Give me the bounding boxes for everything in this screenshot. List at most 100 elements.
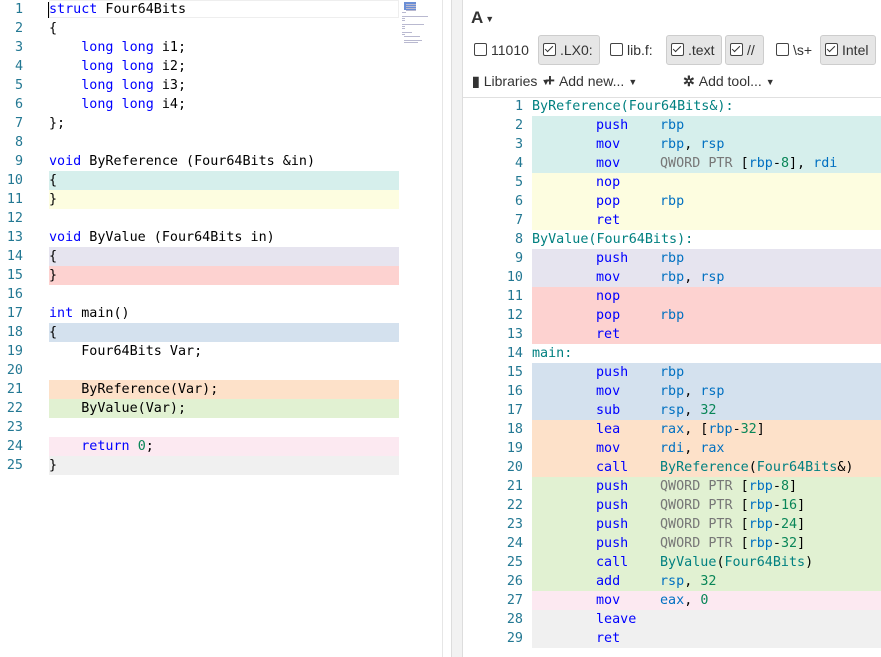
- source-line[interactable]: 25}: [0, 456, 443, 475]
- code-text: {: [49, 247, 57, 266]
- filter-toggle-button[interactable]: Intel: [820, 35, 876, 65]
- source-line[interactable]: 18{: [0, 323, 443, 342]
- line-number: 19: [506, 441, 523, 456]
- filter-toggle-button[interactable]: .text: [666, 35, 722, 65]
- filter-toggle-button[interactable]: .LX0:: [538, 35, 600, 65]
- toolbar-dropdown-add-tool[interactable]: ✲Add tool...▼: [683, 69, 775, 94]
- source-line[interactable]: 6 long long i4;: [0, 95, 443, 114]
- operand-token: rax: [700, 441, 725, 456]
- source-scrollbar-track[interactable]: [442, 0, 443, 657]
- filter-toggle-button[interactable]: \s+: [771, 35, 817, 65]
- line-number: 22: [6, 401, 23, 416]
- source-line[interactable]: 14{: [0, 247, 443, 266]
- source-line[interactable]: 24 return 0;: [0, 437, 443, 456]
- code-text: {: [49, 171, 57, 190]
- font-size-button[interactable]: A▼: [471, 8, 494, 28]
- filter-checkbox[interactable]: [543, 43, 556, 56]
- asm-label: main:: [532, 346, 573, 361]
- code-text: {: [49, 323, 57, 342]
- source-line[interactable]: 2{: [0, 19, 443, 38]
- source-line[interactable]: 15}: [0, 266, 443, 285]
- filter-checkbox[interactable]: [776, 43, 789, 56]
- asm-operands: rbp: [660, 363, 684, 382]
- source-line[interactable]: 12: [0, 209, 443, 228]
- filter-checkbox[interactable]: [474, 43, 487, 56]
- code-token: i2;: [153, 59, 187, 74]
- filter-checkbox[interactable]: [825, 43, 838, 56]
- line-number: 17: [6, 306, 23, 321]
- filter-toggle-button[interactable]: 11010: [469, 35, 535, 65]
- assembly-line[interactable]: 5 nop: [463, 173, 881, 192]
- source-line[interactable]: 10{: [0, 171, 443, 190]
- line-number: 5: [514, 175, 523, 190]
- toolbar-dropdown-add-new[interactable]: +Add new...▼: [545, 69, 637, 94]
- source-line[interactable]: 21 ByReference(Var);: [0, 380, 443, 399]
- minimap-line: [402, 26, 405, 27]
- line-highlight: [532, 420, 881, 439]
- filter-toggle-button[interactable]: lib.f:: [605, 35, 660, 65]
- filter-checkbox[interactable]: [730, 43, 743, 56]
- line-number: 27: [506, 593, 523, 608]
- code-token: };: [49, 116, 66, 131]
- source-line[interactable]: 3 long long i1;: [0, 38, 443, 57]
- editor-minimap[interactable]: [398, 0, 442, 60]
- source-line[interactable]: 7};: [0, 114, 443, 133]
- source-line[interactable]: 19 Four64Bits Var;: [0, 342, 443, 361]
- minimap-line: [402, 34, 405, 35]
- source-line[interactable]: 8: [0, 133, 443, 152]
- filter-toggle-button[interactable]: //: [725, 35, 764, 65]
- asm-opcode: nop: [596, 175, 621, 190]
- source-line[interactable]: 16: [0, 285, 443, 304]
- code-text: long long i2;: [49, 57, 186, 76]
- line-highlight: [532, 553, 881, 572]
- source-line[interactable]: 4 long long i2;: [0, 57, 443, 76]
- source-line[interactable]: 22 ByValue(Var);: [0, 399, 443, 418]
- source-line[interactable]: 23: [0, 418, 443, 437]
- code-token: long long: [81, 40, 154, 55]
- pane-splitter[interactable]: [451, 0, 463, 657]
- source-line[interactable]: 5 long long i3;: [0, 76, 443, 95]
- toolbar-dropdown-libraries[interactable]: ▮Libraries▼: [472, 69, 550, 94]
- filter-checkbox[interactable]: [610, 43, 623, 56]
- filter-checkbox[interactable]: [671, 43, 684, 56]
- source-line[interactable]: 11}: [0, 190, 443, 209]
- operand-token: [: [740, 517, 749, 532]
- assembly-output-pane[interactable]: A▼ 11010.LX0:lib.f:.text//\s+Intel ▮Libr…: [463, 0, 881, 657]
- minimap-line: [406, 4, 416, 5]
- text-cursor: [48, 2, 49, 18]
- source-line[interactable]: 20: [0, 361, 443, 380]
